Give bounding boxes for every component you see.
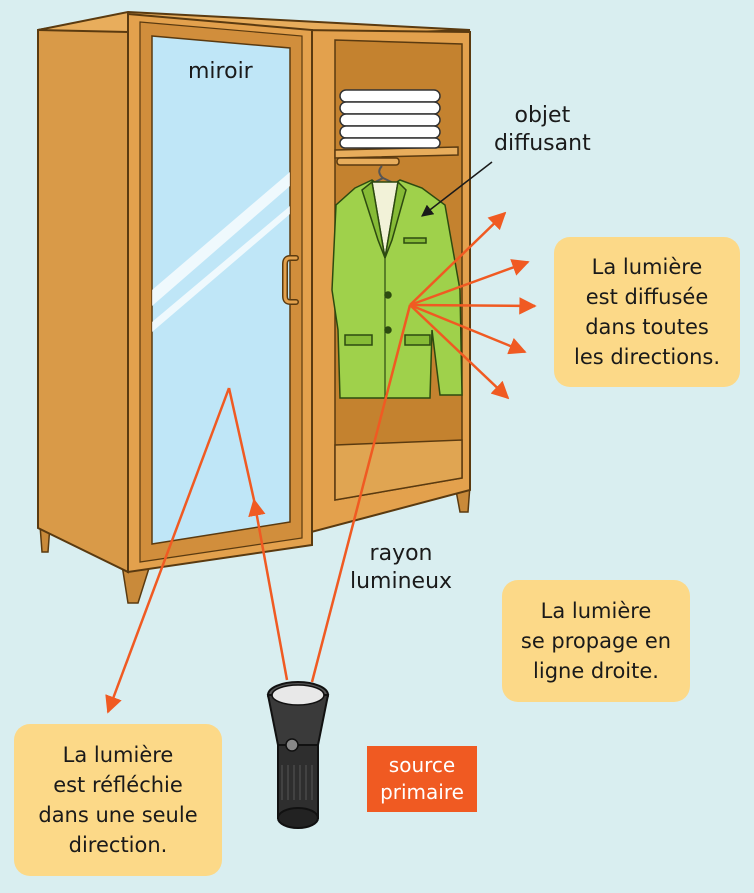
jacket-diffusing-object <box>331 179 463 399</box>
callout-propage: La lumière se propage en ligne droite. <box>502 580 690 702</box>
ray-to-jacket <box>310 304 412 683</box>
ray-to-mirror <box>248 498 289 681</box>
callout-diffusee: La lumière est diffusée dans toutes les … <box>554 237 740 387</box>
reflected-ray <box>105 387 231 714</box>
light-rays <box>105 211 537 714</box>
diffused-ray <box>409 211 507 306</box>
label-rayon-lumineux: rayon lumineux <box>350 540 452 596</box>
mirror-panel <box>151 35 291 545</box>
callout-line: ligne droite. <box>533 659 659 683</box>
callout-line: se propage en <box>520 629 672 653</box>
callout-line: dans toutes <box>585 315 709 339</box>
clothes-rail <box>336 157 400 166</box>
callout-line: est diffusée <box>585 285 709 309</box>
mirror-highlight <box>152 206 290 332</box>
mirror-highlight <box>152 172 290 306</box>
callout-line: La lumière <box>62 743 174 767</box>
label-objet-diffusant: objet diffusant <box>494 102 591 158</box>
label-lumineux-line: lumineux <box>350 569 453 594</box>
callout-line: direction. <box>68 833 168 857</box>
callout-line: est réfléchie <box>53 773 183 797</box>
folded-towels <box>339 89 441 149</box>
callout-reflechie: La lumière est réfléchie dans une seule … <box>14 724 222 876</box>
flashlight-icon <box>266 681 330 829</box>
wardrobe-bottom-shelf <box>334 439 463 501</box>
pointer-objet-diffusant <box>421 161 493 217</box>
diffused-ray <box>409 303 527 355</box>
tag-line: primaire <box>380 780 464 804</box>
label-diffusant-line: diffusant <box>494 131 591 156</box>
tag-line: source <box>388 753 456 777</box>
callout-line: dans une seule <box>38 803 198 827</box>
diffused-ray <box>409 304 510 400</box>
callout-line: La lumière <box>591 255 703 279</box>
callout-line: les directions. <box>573 345 720 369</box>
label-objet-line: objet <box>514 103 571 128</box>
wardrobe-side-panel <box>37 12 129 574</box>
tag-source-primaire: source primaire <box>367 746 477 812</box>
label-miroir: miroir <box>188 59 253 84</box>
callout-line: La lumière <box>540 599 652 623</box>
diffused-ray <box>409 259 530 307</box>
diffused-ray <box>409 297 537 315</box>
label-rayon-line: rayon <box>369 541 433 566</box>
